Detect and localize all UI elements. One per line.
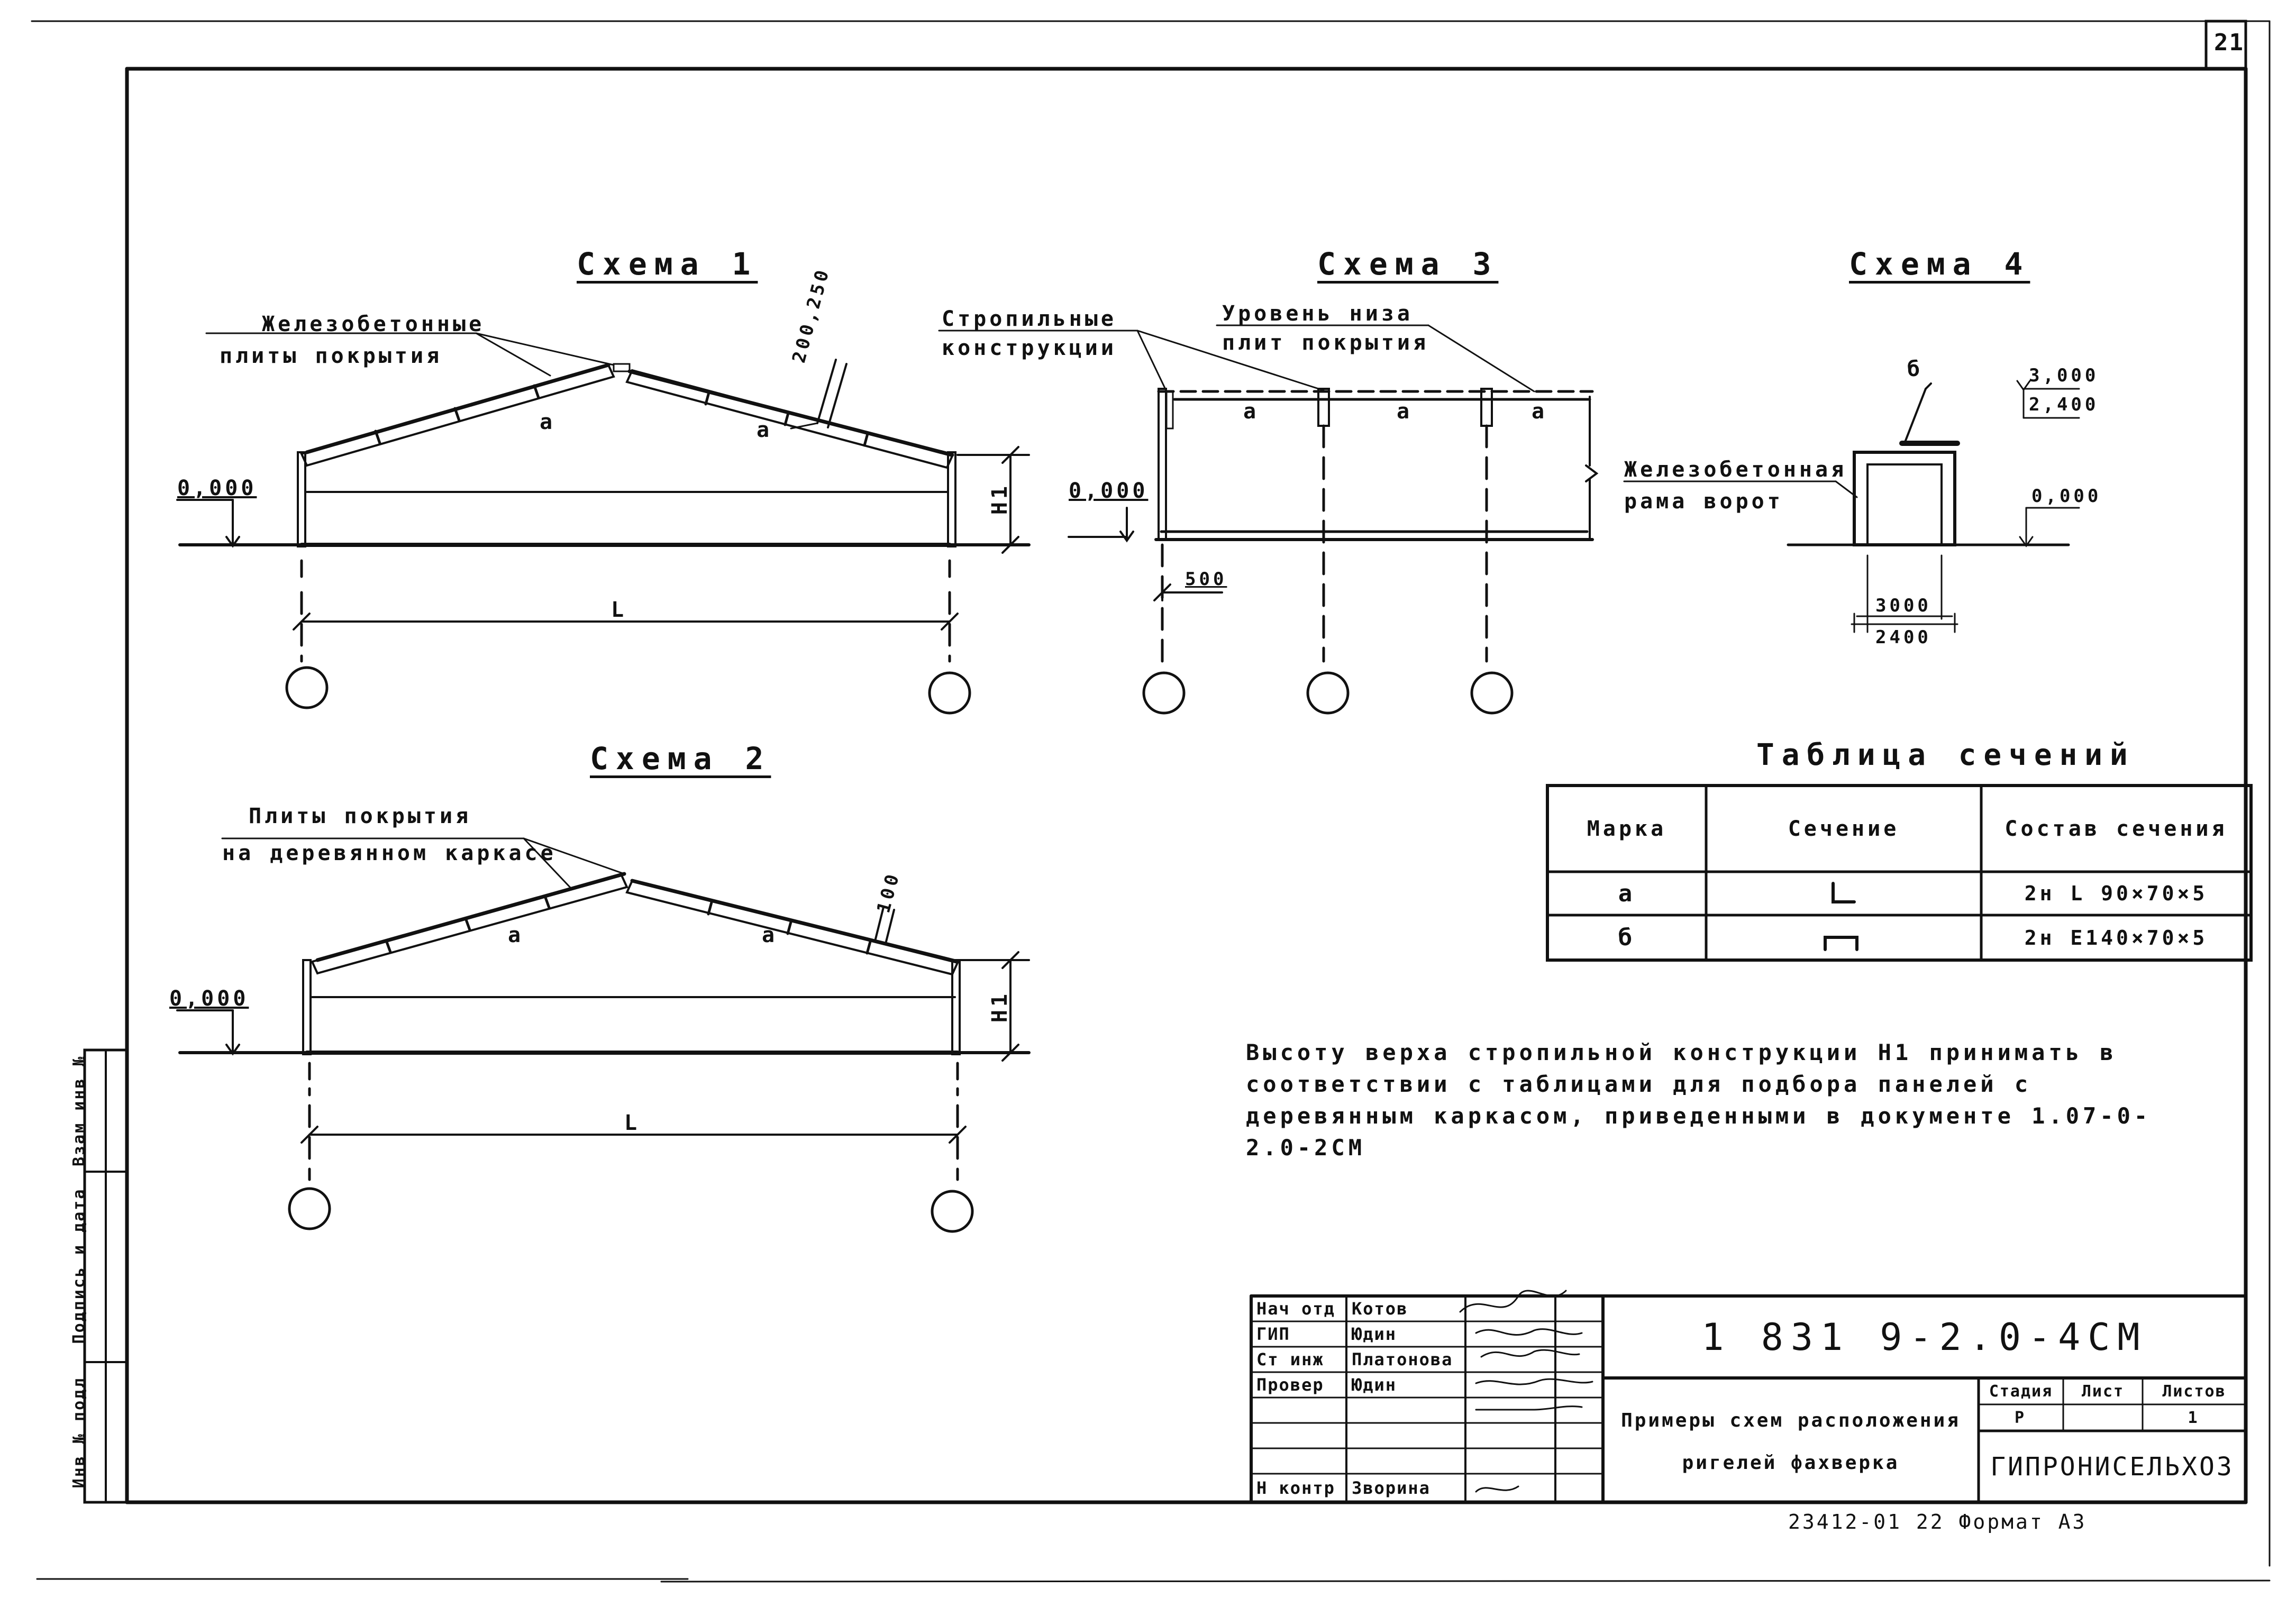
staff-name-1: Котов [1352,1299,1408,1319]
sheet-value [2063,1404,2143,1431]
table-header-section: Сечение [1788,816,1900,841]
sheets-value: 1 [2188,1408,2201,1427]
staff-name-3: Платонова [1352,1349,1453,1370]
scheme2-label-line2: на деревянном каркасе [222,841,557,865]
scheme3-mark-3: a [1532,399,1548,424]
staff-role-6 [1251,1423,1346,1448]
scheme2-span-label: L [624,1111,641,1135]
scheme4-label-line2: рама ворот [1624,489,1783,514]
scheme4-mark: б [1907,357,1924,381]
scheme2-level: 0,000 [169,987,249,1011]
sheets-header: Листов [2162,1382,2226,1401]
channel-profile-icon [1824,936,1858,951]
scheme2-mark-right: a [762,923,778,947]
staff-name-2: Юдин [1352,1324,1397,1344]
doc-code: 1 831 9-2.0-4СМ [1701,1315,2147,1359]
sheet-header: Лист [2081,1382,2125,1401]
general-note: Высоту верха стропильной конструкции H1 … [1246,1039,2152,1161]
scheme2-label-line1: Плиты покрытия [249,804,472,828]
organization: ГИПРОНИСЕЛЬХОЗ [1990,1451,2234,1482]
staff-name-5 [1346,1398,1465,1423]
scheme3-offset: 500 [1185,569,1227,590]
scheme1-drawing [176,332,1031,715]
scheme4-level: 0,000 [2031,486,2102,507]
scheme1-title: Схема 1 [577,246,758,282]
scheme1-height-label: H1 [988,482,1013,515]
staff-role-5 [1251,1398,1346,1423]
scheme1-label-line2: плиты покрытия [220,344,443,368]
scheme2-title: Схема 2 [590,741,771,777]
table-row1-mark: a [1618,880,1636,907]
sections-table-grid [1546,784,2253,962]
side-stamp-inv-orig: Инв № подл [70,1376,88,1489]
staff-role-8: Н контр [1256,1478,1335,1498]
scheme4-drawing [1623,380,2080,633]
table-row2-composition: 2н Е140×70×5 [2024,926,2208,949]
scheme3-label-b-line2: плит покрытия [1222,331,1429,355]
scheme4-level-top1: 3,000 [2029,365,2099,386]
scheme1-mark-right: a [757,418,773,442]
staff-role-7 [1251,1448,1346,1474]
side-stamp-replace-inv: Взам инв № [70,1055,88,1166]
scheme4-width1: 3000 [1875,595,1931,616]
stage-value: Р [2014,1408,2028,1427]
table-header-composition: Состав сечения [2005,816,2228,841]
scheme3-mark-1: a [1243,399,1260,424]
description-line1: Примеры схем расположения [1621,1409,1961,1431]
scheme1-span-label: L [611,598,627,622]
scheme3-label-a-line2: конструкции [942,336,1117,360]
scheme4-title: Схема 4 [1849,246,2030,282]
scheme4-label-line1: Железобетонная [1624,458,1847,482]
scheme4-width2: 2400 [1875,627,1931,648]
staff-role-3: Ст инж [1256,1349,1324,1370]
scheme3-label-a-line1: Стропильные [942,307,1117,331]
side-stamp-sign-date: Подпись и дата [70,1188,88,1344]
scheme3-label-b-line1: Уровень низа [1222,302,1413,326]
staff-role-4: Провер [1256,1375,1324,1395]
scheme3-drawing [938,324,1599,715]
staff-name-6 [1346,1423,1465,1448]
scheme1-label-line1: Железобетонные [262,312,485,336]
scheme3-mark-2: a [1397,399,1413,424]
staff-role-2: ГИП [1256,1324,1290,1344]
scheme2-mark-left: a [508,923,524,947]
scheme4-level-top2: 2,400 [2029,394,2099,415]
scheme1-level: 0,000 [177,476,257,500]
scheme2-height-label: H1 [988,990,1013,1023]
staff-name-7 [1346,1448,1465,1474]
scheme3-level: 0,000 [1069,479,1149,503]
angle-profile-icon [1832,882,1856,903]
staff-name-4: Юдин [1352,1375,1397,1395]
sections-table-title: Таблица сечений [1756,738,2135,772]
scheme2-drawing [176,837,1031,1233]
table-row2-mark: б [1618,924,1636,951]
signatures [1459,1290,1593,1493]
description-line2: ригелей фахверка [1682,1451,1900,1474]
scheme1-mark-left: a [540,410,556,434]
staff-role-1: Нач отд [1256,1299,1335,1319]
page-number: 21 [2214,29,2244,56]
scheme3-title: Схема 3 [1317,246,1499,282]
stage-header: Стадия [1989,1382,2053,1401]
format-line: 23412-01 22 Формат А3 [1788,1510,2087,1533]
table-header-mark: Марка [1587,816,1667,841]
staff-name-8: Зворина [1352,1478,1431,1498]
table-row1-composition: 2н L 90×70×5 [2024,882,2208,905]
side-stamp-frame [83,1048,129,1504]
